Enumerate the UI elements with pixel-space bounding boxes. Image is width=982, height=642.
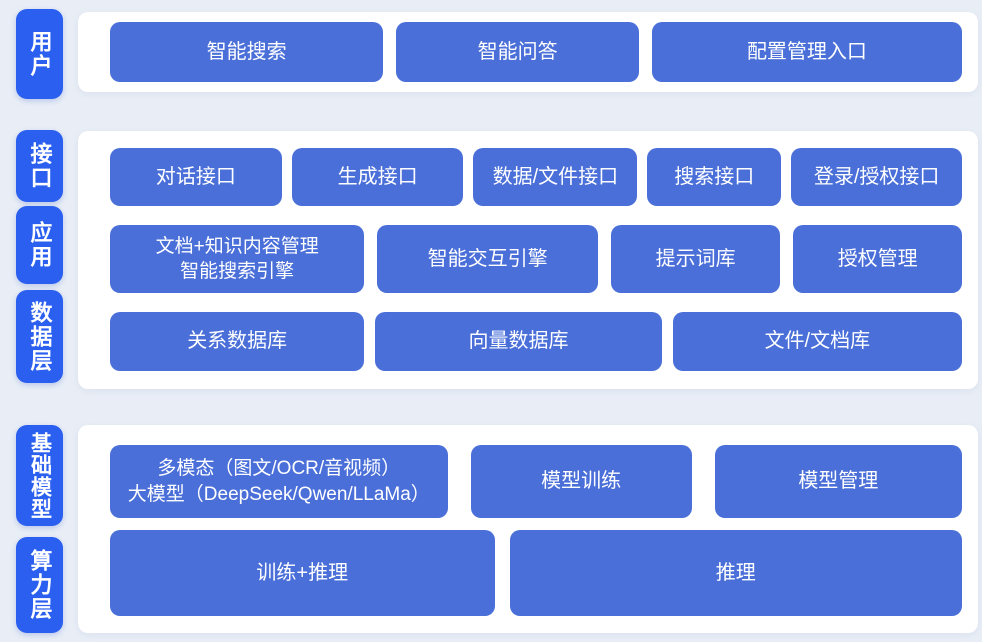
layer-label-interface: 接口 xyxy=(16,130,63,202)
data-layer-row: 关系数据库 向量数据库 文件/文档库 xyxy=(110,312,962,371)
panel-model-compute: 多模态（图文/OCR/音视频） 大模型（DeepSeek/Qwen/LLaMa）… xyxy=(78,425,978,633)
block-data-file-api: 数据/文件接口 xyxy=(473,148,638,206)
application-row: 文档+知识内容管理 智能搜索引擎 智能交互引擎 提示词库 授权管理 xyxy=(110,225,962,293)
block-file-doc-store: 文件/文档库 xyxy=(672,312,962,371)
block-smart-search: 智能搜索 xyxy=(110,22,384,82)
block-model-management: 模型管理 xyxy=(714,445,962,518)
block-generation-api: 生成接口 xyxy=(291,148,464,206)
block-inference: 推理 xyxy=(509,530,962,616)
layer-label-application: 应用 xyxy=(16,206,63,284)
layer-label-data-layer: 数据层 xyxy=(16,290,63,383)
layer-label-user: 用户 xyxy=(16,9,63,99)
block-multimodal-llm: 多模态（图文/OCR/音视频） 大模型（DeepSeek/Qwen/LLaMa） xyxy=(110,445,448,518)
block-training-inference: 训练+推理 xyxy=(110,530,495,616)
block-dialog-api: 对话接口 xyxy=(110,148,282,206)
block-relational-db: 关系数据库 xyxy=(110,312,365,371)
block-prompt-library: 提示词库 xyxy=(610,225,781,293)
layer-label-compute-layer: 算力层 xyxy=(16,537,63,633)
user-layer-row: 智能搜索 智能问答 配置管理入口 xyxy=(110,22,962,82)
block-config-admin-entry: 配置管理入口 xyxy=(651,22,962,82)
block-smart-qa: 智能问答 xyxy=(396,22,639,82)
block-doc-knowledge-search-engine: 文档+知识内容管理 智能搜索引擎 xyxy=(110,225,365,293)
block-interactive-engine: 智能交互引擎 xyxy=(377,225,598,293)
block-model-training: 模型训练 xyxy=(470,445,692,518)
block-login-auth-api: 登录/授权接口 xyxy=(791,148,963,206)
panel-interface-app-data: 对话接口 生成接口 数据/文件接口 搜索接口 登录/授权接口 文档+知识内容管理… xyxy=(78,131,978,389)
layer-label-foundation-model: 基础模型 xyxy=(16,425,63,526)
block-search-api: 搜索接口 xyxy=(647,148,782,206)
block-auth-management: 授权管理 xyxy=(793,225,962,293)
foundation-model-row: 多模态（图文/OCR/音视频） 大模型（DeepSeek/Qwen/LLaMa）… xyxy=(110,445,962,518)
interface-row: 对话接口 生成接口 数据/文件接口 搜索接口 登录/授权接口 xyxy=(110,148,963,206)
compute-layer-row: 训练+推理 推理 xyxy=(110,530,962,616)
block-vector-db: 向量数据库 xyxy=(375,312,662,371)
panel-user-layer: 智能搜索 智能问答 配置管理入口 xyxy=(78,12,978,92)
